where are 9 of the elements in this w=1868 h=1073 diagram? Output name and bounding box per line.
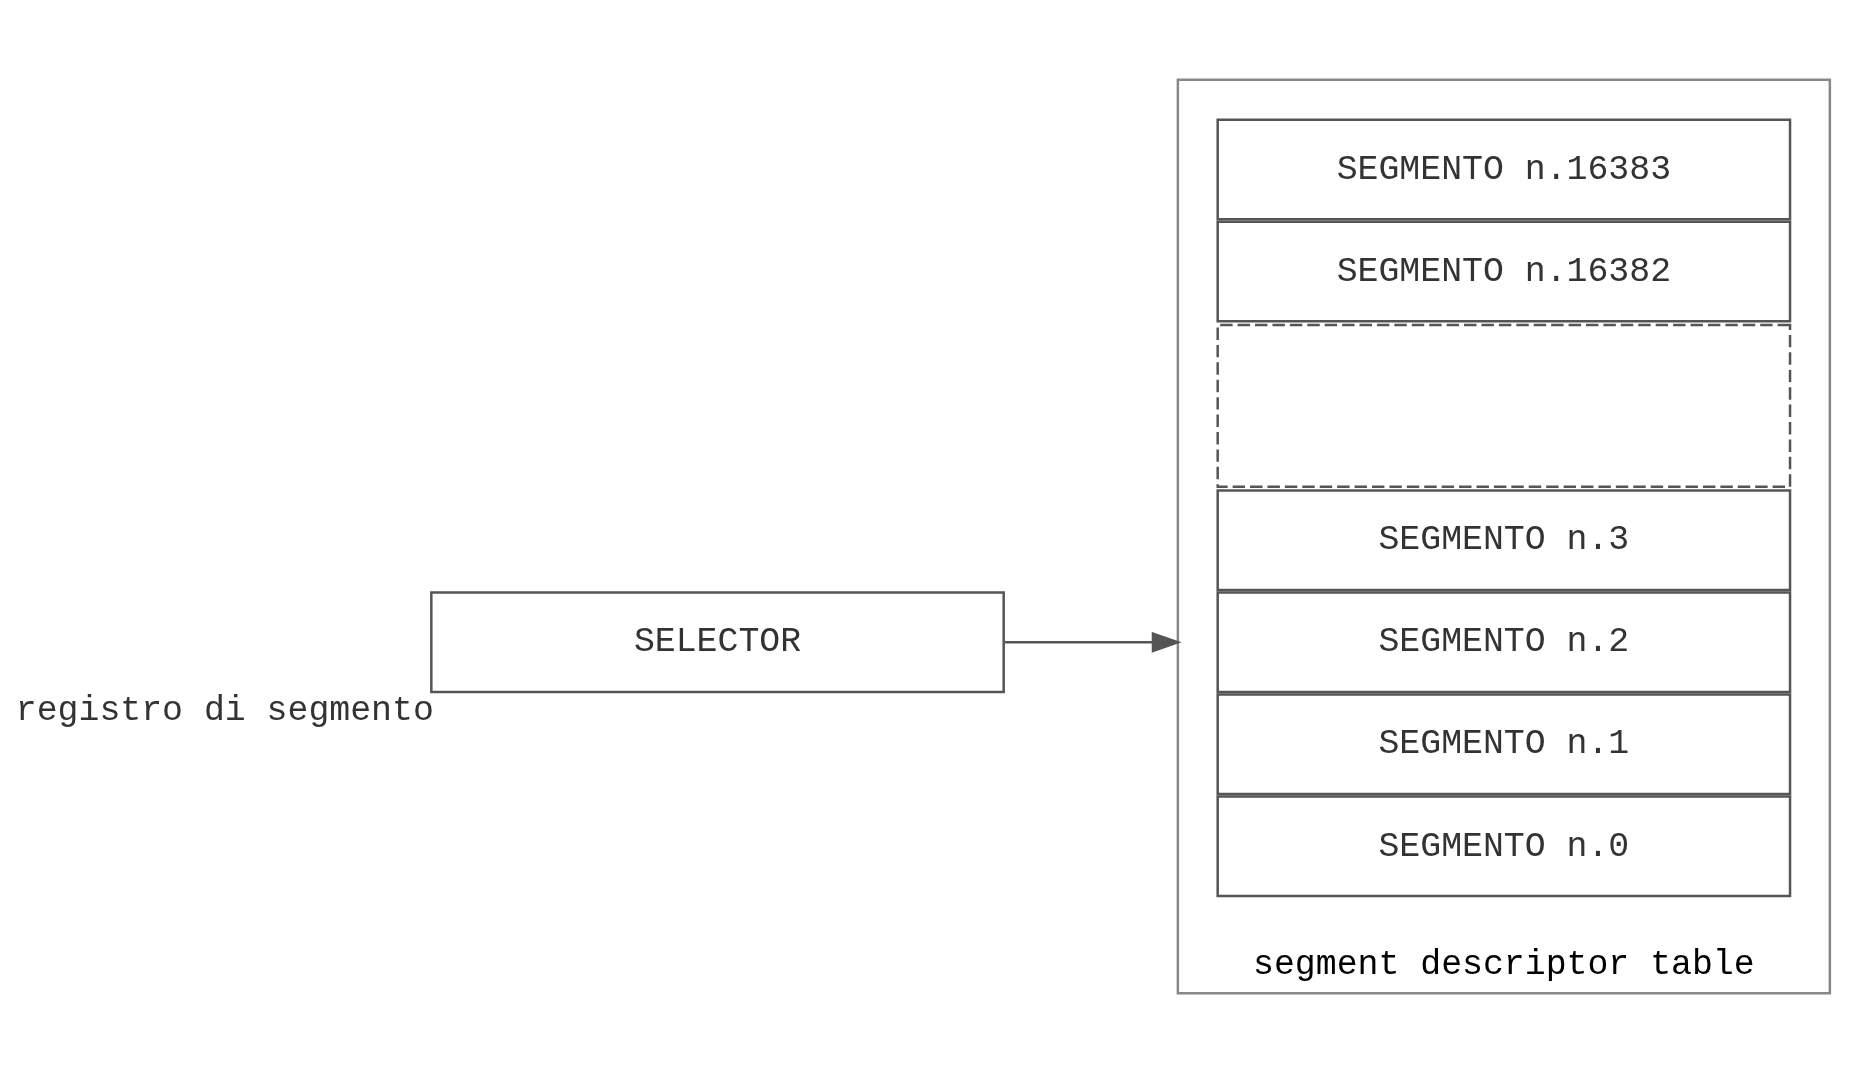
node-box: SEGMENTO n.3 (1216, 489, 1792, 592)
node-box: SEGMENTO n.1 (1216, 693, 1792, 796)
node-box: SEGMENTO n.2 (1216, 591, 1792, 694)
node-box: SELECTOR (430, 591, 1005, 694)
node-box (1216, 323, 1792, 488)
arrow (1004, 631, 1182, 653)
node-box: SEGMENTO n.16383 (1216, 118, 1792, 221)
node-box: SEGMENTO n.16382 (1216, 220, 1792, 323)
node-box: SEGMENTO n.0 (1216, 795, 1792, 898)
